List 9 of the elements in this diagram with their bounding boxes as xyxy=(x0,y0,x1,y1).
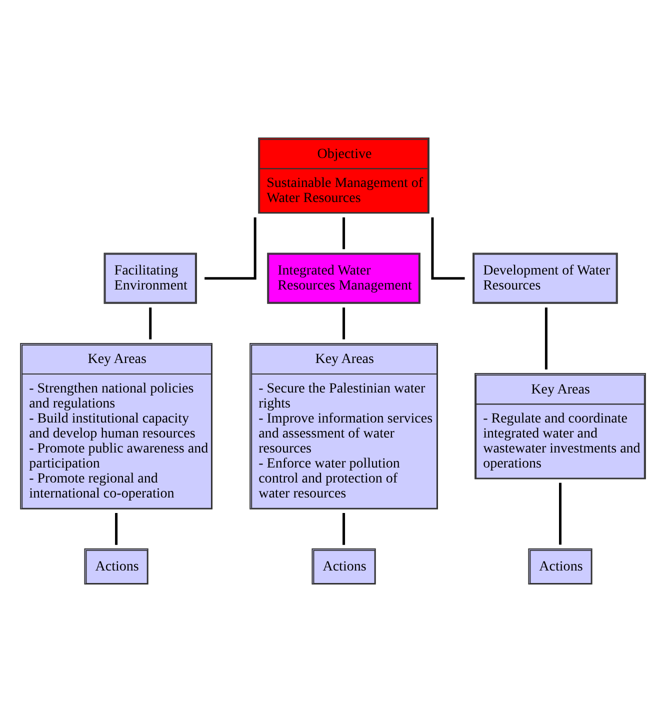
connector xyxy=(149,308,152,340)
connector xyxy=(342,308,346,340)
connector xyxy=(558,482,562,545)
connector xyxy=(431,217,465,280)
connector xyxy=(204,217,256,280)
connector xyxy=(544,308,548,370)
connector xyxy=(115,513,118,545)
connector xyxy=(342,513,346,545)
connector xyxy=(342,217,346,250)
